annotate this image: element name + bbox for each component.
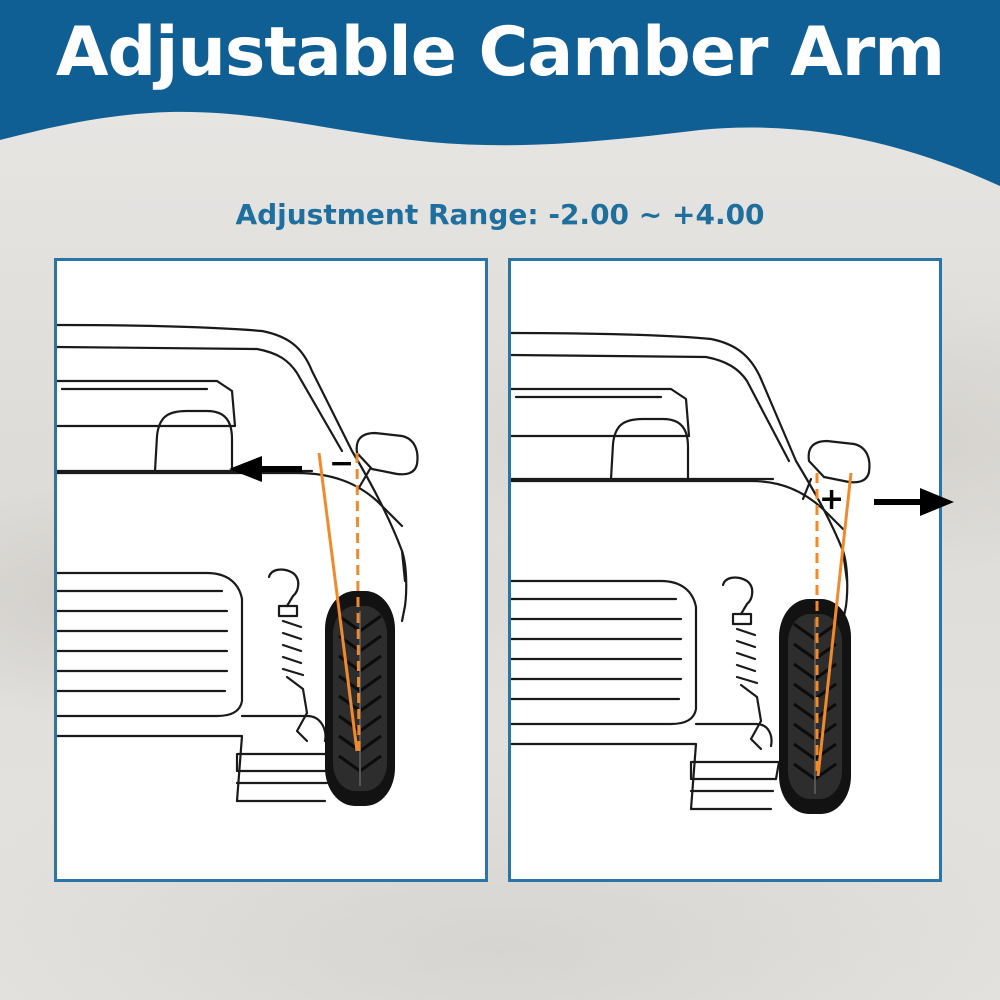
minus-sign: − [329, 446, 354, 481]
adjustment-range-subtitle: Adjustment Range: -2.00 ~ +4.00 [235, 198, 765, 231]
arrow-left-icon [229, 456, 302, 482]
page-title: Adjustable Camber Arm [55, 13, 945, 92]
arrow-right-icon [874, 488, 954, 516]
header-banner [0, 0, 1000, 186]
tire-icon [779, 599, 851, 814]
plus-sign: + [819, 482, 844, 517]
positive-camber-panel: + [508, 258, 942, 882]
negative-camber-panel: − [54, 258, 488, 882]
car-diagram-positive: + [511, 331, 871, 814]
car-diagram-negative: − [57, 323, 419, 806]
